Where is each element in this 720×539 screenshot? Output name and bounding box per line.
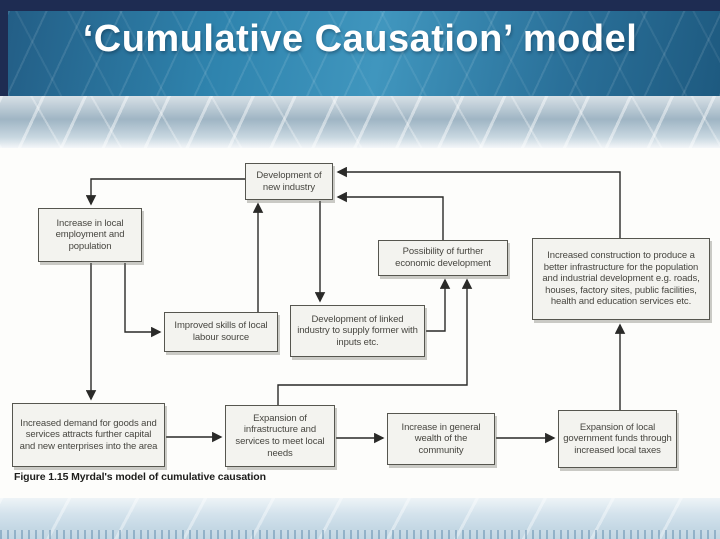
box-possibility-further-development: Possibility of further economic developm… [378,240,508,276]
box-expansion-govt-funds: Expansion of local government funds thro… [558,410,677,468]
slide-header [8,11,720,96]
box-increase-local-employment: Increase in local employment and populat… [38,208,142,262]
box-development-linked-industry: Development of linked industry to supply… [290,305,425,357]
box-improved-skills: Improved skills of local labour source [164,312,278,352]
box-expansion-infrastructure: Expansion of infrastructure and services… [225,405,335,467]
slide-title: ‘Cumulative Causation’ model [82,18,638,60]
arrow-construction-to-newindustry [336,166,621,238]
arrow-infrastructure-to-possibility [277,278,473,405]
footer-tick-pattern [0,530,720,539]
footer-band [0,498,720,539]
arrow-possibility-to-newindustry [336,191,444,240]
box-increased-demand: Increased demand for goods and services … [12,403,165,467]
figure-caption: Figure 1.15 Myrdal's model of cumulative… [14,471,266,483]
arrow-employment-to-skills [124,263,162,338]
header-decoration-band [0,96,720,148]
arrow-linked-to-possibility [426,278,451,332]
box-increase-general-wealth: Increase in general wealth of the commun… [387,413,495,465]
box-development-new-industry: Development of new industry [245,163,333,200]
arrow-newindustry-to-employment [85,178,245,206]
box-increased-construction: Increased construction to produce a bett… [532,238,710,320]
